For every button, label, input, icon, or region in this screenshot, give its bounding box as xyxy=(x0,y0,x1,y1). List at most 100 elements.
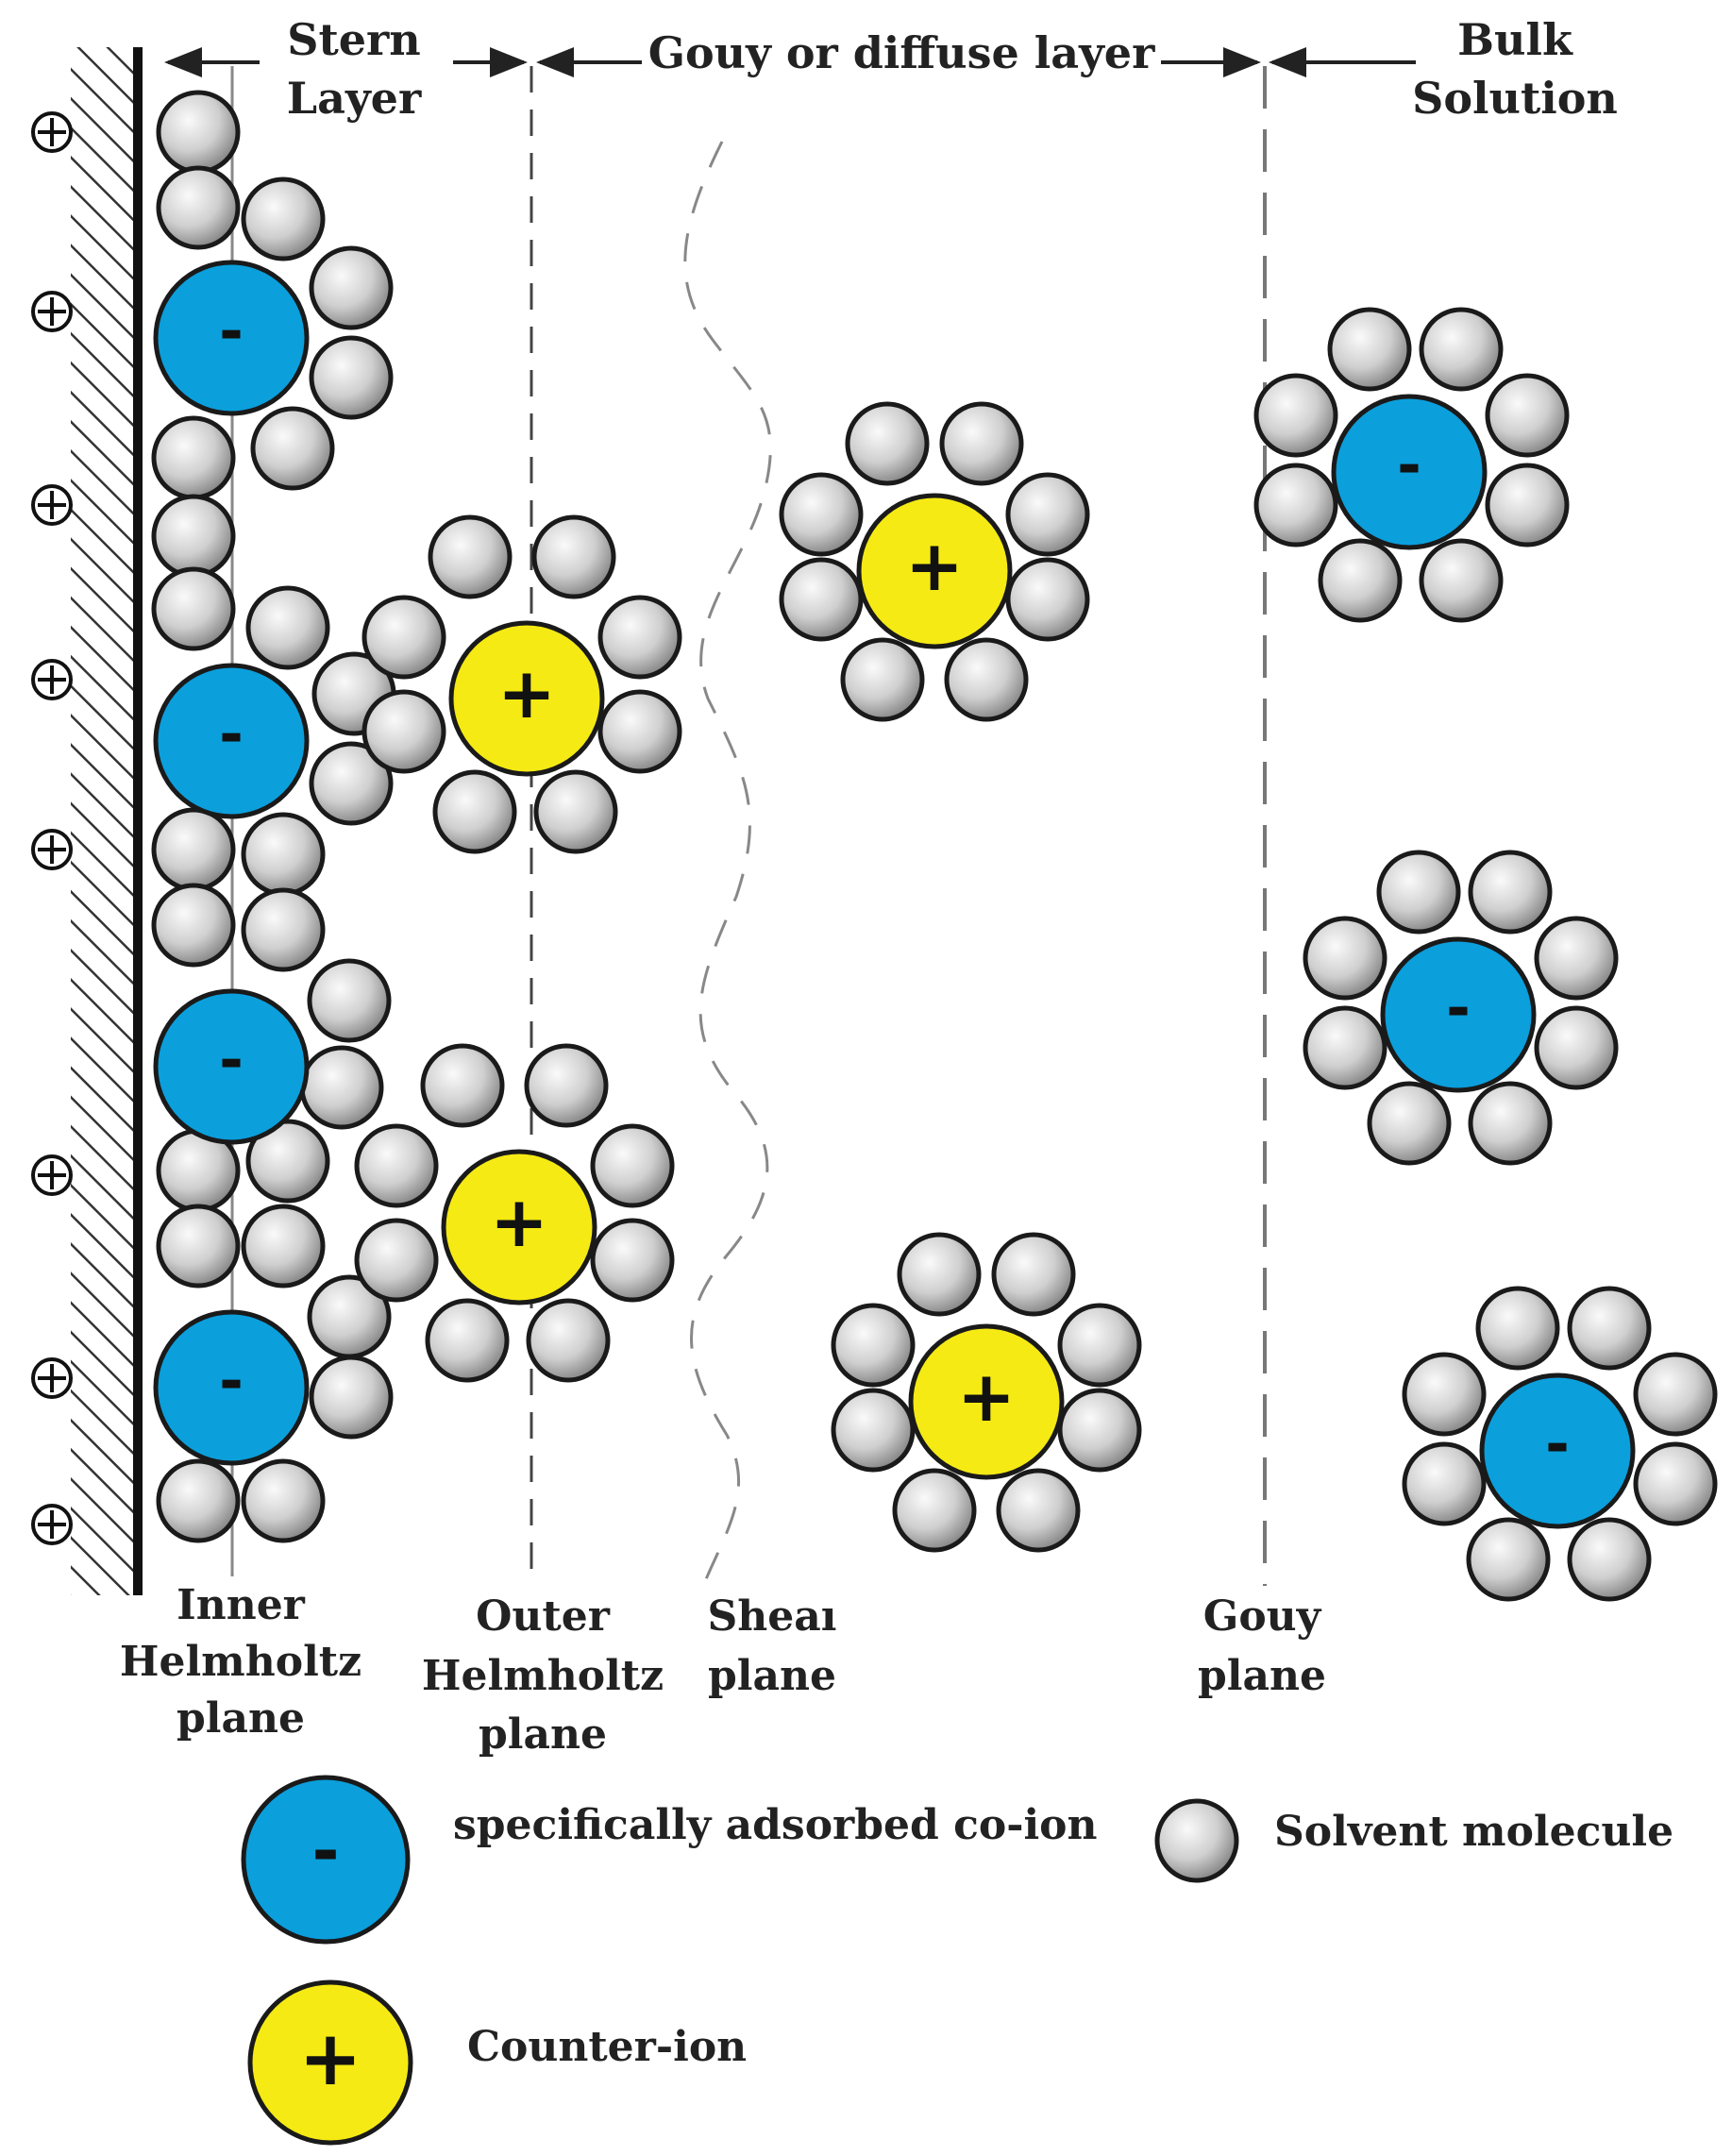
solvent-molecule-icon xyxy=(779,557,864,642)
counter-ion-sign: + xyxy=(905,526,964,607)
legend-co-ion-icon: - xyxy=(241,1775,411,1945)
solvent-molecule-icon xyxy=(526,1298,611,1383)
inner-plane-label-3: plane xyxy=(177,1694,305,1743)
solvent-molecule-icon xyxy=(420,1043,505,1128)
co-ion-sign: - xyxy=(1446,973,1471,1042)
solvent-molecule-icon xyxy=(241,1204,326,1289)
solvent-molecule-icon xyxy=(944,637,1029,722)
solvent-molecule-icon xyxy=(1567,1517,1652,1602)
solvent-molecule-icon xyxy=(1005,472,1090,557)
electrode-hatch xyxy=(71,47,135,1595)
counter-ion-sign: + xyxy=(298,2014,362,2102)
solvent-molecule-icon xyxy=(1468,850,1553,935)
plane-labels: Inner Helmholtz plane Outer Helmholtz pl… xyxy=(120,1581,1326,1759)
solvent-molecule-icon xyxy=(1633,1352,1718,1437)
solvent-molecule-icon xyxy=(432,769,517,854)
bulk-label-line2: Solution xyxy=(1412,73,1618,124)
molecules-layer: ----++++--- xyxy=(151,90,1718,1602)
surface-charges xyxy=(31,111,73,1545)
solvent-molecule-icon xyxy=(428,514,513,599)
co-ion: - xyxy=(153,1309,310,1466)
solvent-molecule-icon xyxy=(245,585,330,670)
counter-ion-icon xyxy=(908,1323,1065,1480)
solvent-molecule-icon xyxy=(1402,1441,1487,1526)
solvent-molecule-icon xyxy=(1253,373,1338,458)
co-ion: - xyxy=(153,663,310,819)
solvent-molecule-icon xyxy=(779,472,864,557)
solvent-molecule-icon xyxy=(1534,1005,1619,1090)
solvent-molecule-icon xyxy=(996,1468,1081,1553)
co-ion-sign: - xyxy=(219,699,244,768)
co-ion-sign: - xyxy=(311,1812,339,1890)
gouy-plane-label-1: Gouy xyxy=(1203,1592,1322,1641)
solvent-molecule-icon xyxy=(245,1119,330,1204)
solvent-molecule-icon xyxy=(590,1123,675,1208)
solvent-molecule-icon xyxy=(831,1303,916,1388)
solvent-molecule-icon xyxy=(307,958,392,1043)
co-ion-icon xyxy=(1331,394,1488,550)
counter-ion-icon xyxy=(441,1149,597,1305)
solvent-molecule-icon xyxy=(1419,538,1504,623)
inner-plane-label-1: Inner xyxy=(177,1581,306,1629)
electrode-surface-line xyxy=(133,47,143,1595)
co-ion: - xyxy=(153,988,310,1145)
shear-plane-curve xyxy=(683,141,772,1587)
solvent-molecule-icon xyxy=(156,90,241,175)
solvent-molecule-icon xyxy=(1253,463,1338,547)
co-ion: - xyxy=(153,260,310,416)
co-ion-icon xyxy=(1380,936,1537,1093)
solvent-molecule-icon xyxy=(362,595,446,680)
solvent-molecule-icon xyxy=(250,406,335,491)
solvent-molecule-icon xyxy=(597,595,682,680)
solvent-molecule-icon xyxy=(1057,1303,1142,1388)
co-ion-icon xyxy=(153,1309,310,1466)
solvent-molecule-icon xyxy=(892,1468,977,1553)
solvent-molecule-icon xyxy=(531,514,616,599)
legend-counter-ion-icon: + xyxy=(247,1979,413,2146)
solvent-molecule-icon xyxy=(151,566,236,651)
counter-ion-sign: + xyxy=(490,1182,548,1263)
co-ion-icon xyxy=(153,260,310,416)
electrode-wall xyxy=(71,47,143,1595)
solvent-molecule-icon xyxy=(1468,1081,1553,1166)
solvent-molecule-icon xyxy=(897,1232,982,1317)
co-ion-icon xyxy=(153,988,310,1145)
solvent-molecule-icon xyxy=(151,883,236,968)
legend-counter-ion-label: Counter-ion xyxy=(467,2023,747,2071)
solvent-molecule-icon xyxy=(1057,1388,1142,1473)
gouy-layer-label: Gouy or diffuse layer xyxy=(648,27,1155,78)
solvent-molecule-icon xyxy=(309,335,394,420)
solvent-molecule-icon xyxy=(1327,307,1412,392)
solvent-molecule-icon xyxy=(354,1218,439,1303)
solvent-molecule-icon xyxy=(362,689,446,774)
solvent-molecule-icon xyxy=(533,769,618,854)
solvent-molecule-icon xyxy=(1475,1286,1560,1371)
solvent-molecule-icon xyxy=(241,177,326,261)
outer-plane-label-1: Outer xyxy=(476,1592,611,1641)
solvent-molecule-icon xyxy=(524,1043,609,1128)
shear-plane-label-2: plane xyxy=(708,1652,836,1700)
inner-plane-label-2: Helmholtz xyxy=(120,1638,362,1686)
counter-ion-icon xyxy=(448,620,605,777)
solvent-molecule-icon xyxy=(309,741,394,826)
solvent-molecule-icon xyxy=(831,1388,916,1473)
solvent-molecule-icon xyxy=(156,165,241,250)
co-ion-sign: - xyxy=(219,1346,244,1415)
solvent-molecule-icon xyxy=(309,245,394,330)
solvent-molecule-icon xyxy=(151,415,236,500)
legend-solvent-icon xyxy=(1154,1798,1239,1883)
co-ion: - xyxy=(1479,1373,1636,1529)
legend: - specifically adsorbed co-ion Solvent m… xyxy=(241,1775,1673,2146)
solvent-molecule-icon xyxy=(1367,1081,1452,1166)
solvent-molecule-icon xyxy=(241,1458,326,1543)
counter-ion-sign: + xyxy=(957,1356,1016,1438)
solvent-molecule-icon xyxy=(1485,463,1570,547)
solvent-molecule-icon xyxy=(1485,373,1570,458)
stern-label-line2: Layer xyxy=(287,73,422,124)
legend-solvent-label: Solvent molecule xyxy=(1274,1808,1673,1856)
co-ion-icon xyxy=(241,1775,411,1945)
solvent-molecule-icon xyxy=(241,887,326,972)
counter-ion-icon xyxy=(247,1979,413,2146)
co-ion: - xyxy=(1380,936,1537,1093)
solvent-molecule-icon xyxy=(1005,557,1090,642)
